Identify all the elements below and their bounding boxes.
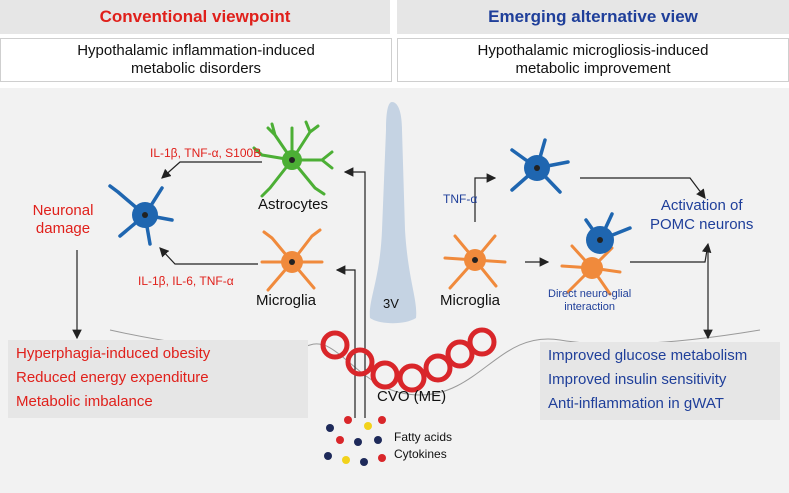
fatty-acids-label: Fatty acids (394, 430, 453, 444)
tnf-label: TNF-α (443, 192, 478, 206)
pomc-line1: Activation of (660, 197, 743, 214)
subtitle-left-line2: metabolic disorders (130, 60, 262, 77)
outcomes-right-box: Improved glucose metabolism Improved ins… (540, 342, 780, 420)
arrow-neuron-to-pomc (580, 177, 706, 199)
pomc-line2: POMC neurons (650, 216, 754, 233)
outcome-left-2: Reduced energy expenditure (16, 369, 209, 386)
outcome-left-1: Hyperphagia-induced obesity (16, 345, 211, 362)
header-conventional: Conventional viewpoint (0, 0, 390, 34)
neuronal-damage-label: Neuronal damage (8, 202, 118, 238)
arrow-cvo-to-micro (335, 265, 356, 418)
neuronal-damage-line1: Neuronal (32, 202, 94, 219)
pomc-activation-label: Activation of POMC neurons (650, 196, 753, 234)
interaction-label: Direct neuro-glial interaction (548, 288, 631, 314)
outcome-left-3: Metabolic imbalance (16, 393, 153, 410)
subtitle-right-line1: Hypothalamic microgliosis-induced (477, 42, 709, 59)
arrow-interaction-to-pomc (630, 242, 712, 263)
microglia-left (260, 228, 324, 292)
neuro-glial-interaction (560, 212, 632, 296)
arrow-astro-to-neuron (161, 161, 262, 179)
microglia-signals-label: IL-1β, IL-6, TNF-α (138, 274, 234, 288)
interaction-line1: Direct neuro-glial (548, 288, 632, 300)
subtitle-left-line1: Hypothalamic inflammation-induced (77, 42, 315, 59)
microglia-right (443, 234, 507, 290)
third-ventricle-shape (369, 102, 417, 324)
neuron-right (510, 138, 570, 194)
cytokines-label: Cytokines (394, 447, 447, 461)
header-emerging: Emerging alternative view (397, 0, 789, 34)
outcome-right-3: Anti-inflammation in gWAT (548, 395, 724, 412)
interaction-line2: interaction (564, 301, 615, 313)
third-ventricle-label: 3V (383, 296, 399, 311)
arrow-micro-to-neuron-right (474, 173, 497, 222)
neuronal-damage-line2: damage (35, 220, 91, 237)
outcome-right-2: Improved insulin sensitivity (548, 371, 727, 388)
microglia-right-label: Microglia (440, 292, 501, 309)
astrocyte-signals-label: IL-1β, TNF-α, S100B (150, 146, 262, 160)
cvo-vessels (320, 327, 497, 393)
subtitle-right-line2: metabolic improvement (515, 60, 671, 77)
cvo-label: CVO (ME) (377, 388, 447, 405)
neuron-left (108, 184, 174, 246)
arrow-cvo-to-astro (343, 167, 366, 418)
astrocytes-label: Astrocytes (258, 196, 329, 213)
microglia-left-label: Microglia (256, 292, 317, 309)
outcome-right-1: Improved glucose metabolism (548, 347, 748, 364)
fatty-acid-cytokine-dots (324, 416, 386, 466)
arrow-micro-to-neuron (159, 247, 258, 265)
outcomes-left-box: Hyperphagia-induced obesity Reduced ener… (8, 340, 308, 418)
